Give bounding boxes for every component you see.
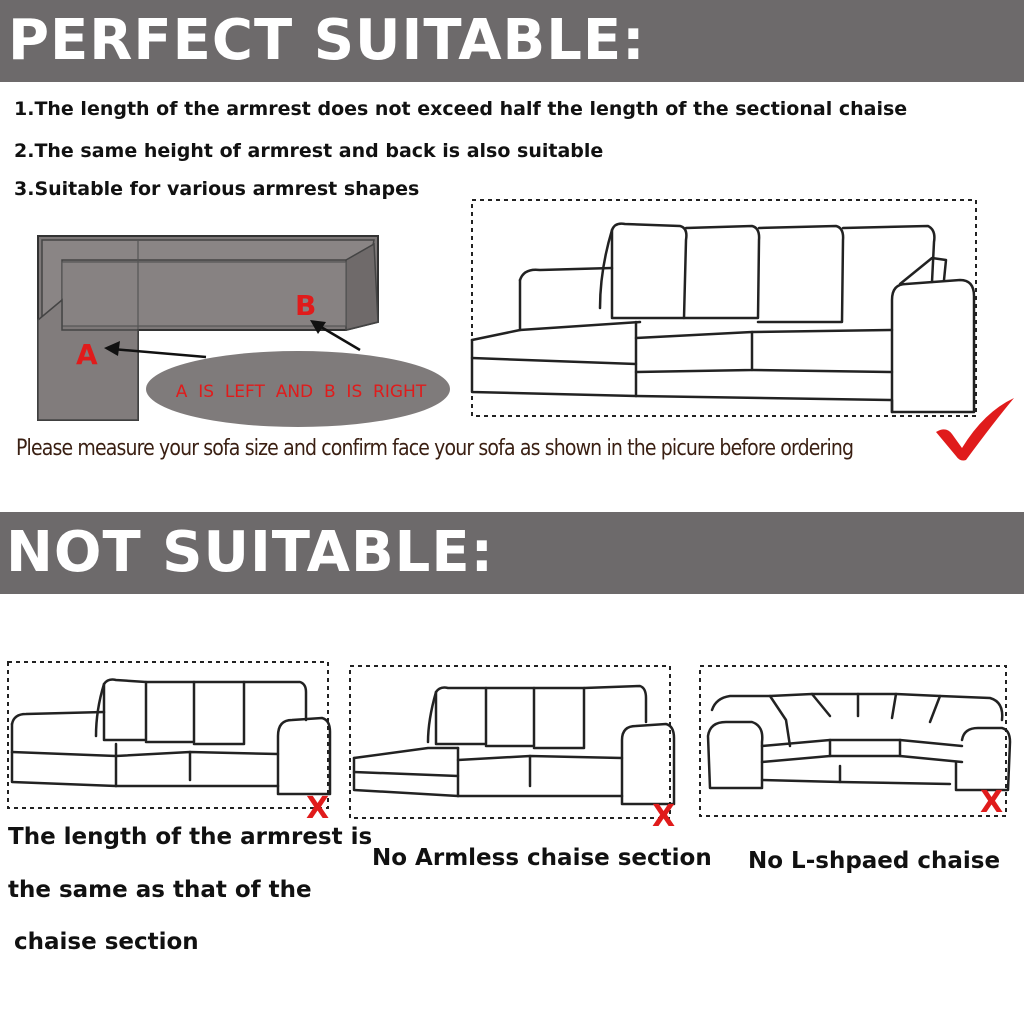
- rule-2: 2.The same height of armrest and back is…: [14, 140, 604, 162]
- case-3-caption: No L-shpaed chaise: [748, 848, 1001, 874]
- x-mark-icon: X: [306, 791, 329, 826]
- case-1-caption-line-3: chaise section: [14, 929, 199, 955]
- case-1-caption-line-1: The length of the armrest is: [8, 824, 373, 850]
- x-mark-icon: X: [980, 785, 1003, 820]
- correct-sofa-illustration: [470, 199, 977, 417]
- not-suitable-sofa-2: X: [349, 665, 676, 834]
- label-a: A: [76, 338, 98, 371]
- rule-3: 3.Suitable for various armrest shapes: [14, 178, 420, 200]
- case-1-caption-line-2: the same as that of the: [8, 877, 312, 903]
- ellipse-text: A IS LEFT AND B IS RIGHT: [176, 382, 427, 402]
- not-suitable-banner: NOT SUITABLE:: [0, 512, 1024, 594]
- measure-note: Please measure your sofa size and confir…: [16, 436, 854, 461]
- rule-1: 1.The length of the armrest does not exc…: [14, 98, 908, 120]
- case-2-caption: No Armless chaise section: [372, 845, 712, 871]
- not-suitable-heading: NOT SUITABLE:: [6, 520, 495, 585]
- suitable-banner: PERFECT SUITABLE:: [0, 0, 1024, 82]
- not-suitable-sofa-3: X: [699, 665, 1012, 820]
- sofa-top-view-diagram: A B A IS LEFT AND B IS RIGHT: [37, 235, 450, 427]
- label-b: B: [295, 289, 316, 322]
- not-suitable-sofa-1: X: [7, 661, 332, 826]
- direction-ellipse: [146, 351, 450, 427]
- suitable-heading: PERFECT SUITABLE:: [8, 8, 646, 73]
- check-mark-icon: [936, 398, 1014, 461]
- x-mark-icon: X: [652, 799, 675, 834]
